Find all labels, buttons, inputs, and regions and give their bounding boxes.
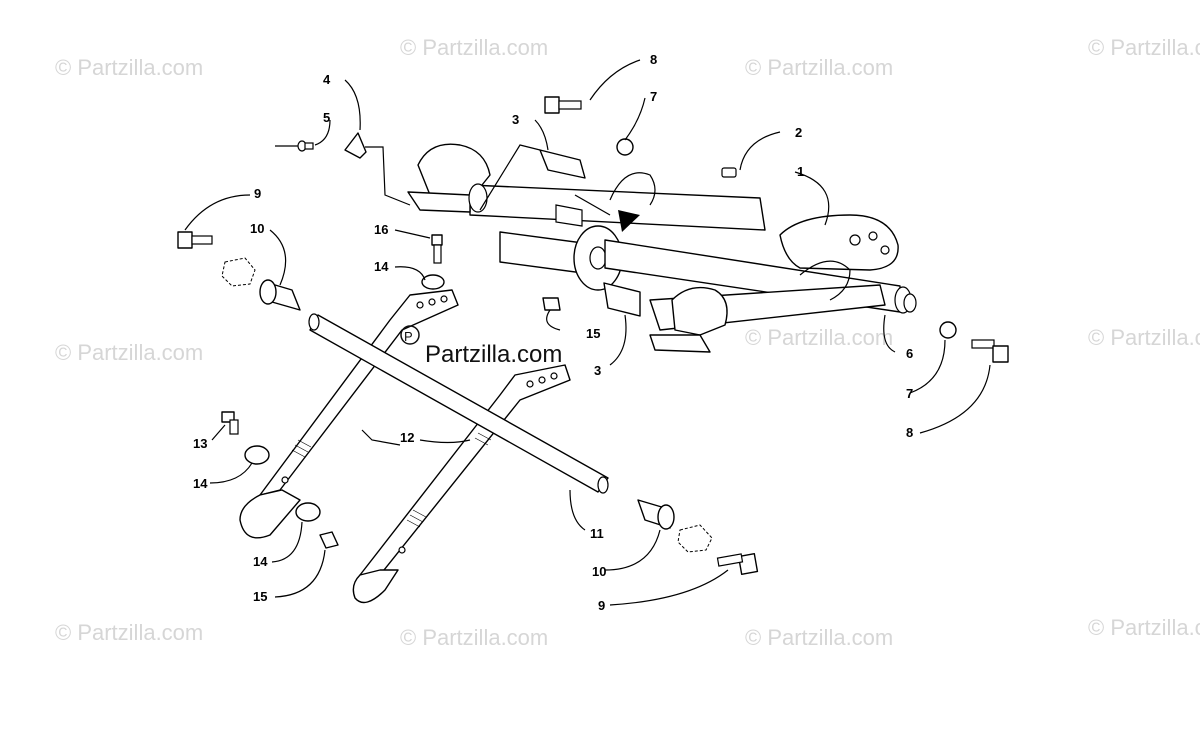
washer-right[interactable] <box>939 321 957 339</box>
callout-14-center[interactable]: 14 <box>374 259 389 274</box>
watermark: © Partzilla.com <box>55 340 203 365</box>
callout-12[interactable]: 12 <box>400 430 414 445</box>
grease-fitting[interactable] <box>721 167 737 178</box>
watermark: © Partzilla.com <box>745 325 893 350</box>
callout-8-top[interactable]: 8 <box>650 52 657 67</box>
bushing-6[interactable] <box>903 293 917 313</box>
callout-13[interactable]: 13 <box>193 436 207 451</box>
watermark: © Partzilla.com <box>55 620 203 645</box>
callout-9-right[interactable]: 9 <box>598 598 605 613</box>
callout-15-lower[interactable]: 15 <box>253 589 267 604</box>
bushing-right[interactable] <box>637 499 675 530</box>
bolt-right-top[interactable] <box>971 339 1009 363</box>
watermark: © Partzilla.com <box>400 625 548 650</box>
callout-11[interactable]: 11 <box>590 526 604 541</box>
svg-text:P: P <box>404 329 413 344</box>
bushing-left[interactable] <box>259 279 301 311</box>
watermark: © Partzilla.com <box>1088 35 1200 60</box>
watermark: © Partzilla.com <box>55 55 203 80</box>
leader-lines <box>184 59 991 606</box>
cap[interactable] <box>344 132 367 159</box>
bolt-left[interactable] <box>177 231 213 249</box>
slide-block-upper[interactable] <box>539 149 586 179</box>
link-right[interactable] <box>352 364 571 604</box>
watermark: © Partzilla.com <box>1088 615 1200 640</box>
cross-shaft[interactable] <box>308 313 609 494</box>
rear-arm-assembly[interactable] <box>407 143 912 353</box>
bolt-top[interactable] <box>544 96 582 114</box>
callout-5[interactable]: 5 <box>323 110 330 125</box>
callout-6[interactable]: 6 <box>906 346 913 361</box>
spacer-left[interactable] <box>221 257 256 287</box>
washer-lower-1[interactable] <box>244 445 270 465</box>
callout-7-top[interactable]: 7 <box>650 89 657 104</box>
center-watermark: P Partzilla.com <box>400 325 562 368</box>
spacer-right[interactable] <box>677 524 713 553</box>
slide-block-lower[interactable] <box>603 282 641 317</box>
watermarks: © Partzilla.com © Partzilla.com © Partzi… <box>55 35 1200 650</box>
watermark: © Partzilla.com <box>745 55 893 80</box>
washer-lower-2[interactable] <box>295 502 321 522</box>
bolt-right[interactable] <box>716 553 759 575</box>
callout-10-left[interactable]: 10 <box>250 221 264 236</box>
callout-14-lower-1[interactable]: 14 <box>193 476 208 491</box>
callout-3-top[interactable]: 3 <box>512 112 519 127</box>
watermark: © Partzilla.com <box>400 35 548 60</box>
callout-10-right[interactable]: 10 <box>592 564 606 579</box>
callout-2[interactable]: 2 <box>795 125 802 140</box>
washer-center[interactable] <box>421 274 445 290</box>
rivet[interactable] <box>275 140 314 152</box>
callout-15-center[interactable]: 15 <box>586 326 600 341</box>
bolt-13[interactable] <box>221 411 239 435</box>
center-watermark-text: Partzilla.com <box>425 341 562 368</box>
callout-4[interactable]: 4 <box>323 72 331 87</box>
callout-3-bottom[interactable]: 3 <box>594 363 601 378</box>
nut-center[interactable] <box>542 297 561 311</box>
callout-7-right[interactable]: 7 <box>906 386 913 401</box>
watermark: © Partzilla.com <box>745 625 893 650</box>
nut-lower[interactable] <box>319 531 339 549</box>
callout-14-lower-2[interactable]: 14 <box>253 554 268 569</box>
callout-8-right[interactable]: 8 <box>906 425 913 440</box>
callouts: 1 2 3 3 4 5 6 7 7 8 8 9 9 10 10 11 12 13… <box>193 52 913 613</box>
callout-9-left[interactable]: 9 <box>254 186 261 201</box>
callout-1[interactable]: 1 <box>797 164 804 179</box>
callout-16[interactable]: 16 <box>374 222 388 237</box>
watermark: © Partzilla.com <box>1088 325 1200 350</box>
washer-top[interactable] <box>616 138 634 156</box>
bolt-16[interactable] <box>431 234 443 264</box>
